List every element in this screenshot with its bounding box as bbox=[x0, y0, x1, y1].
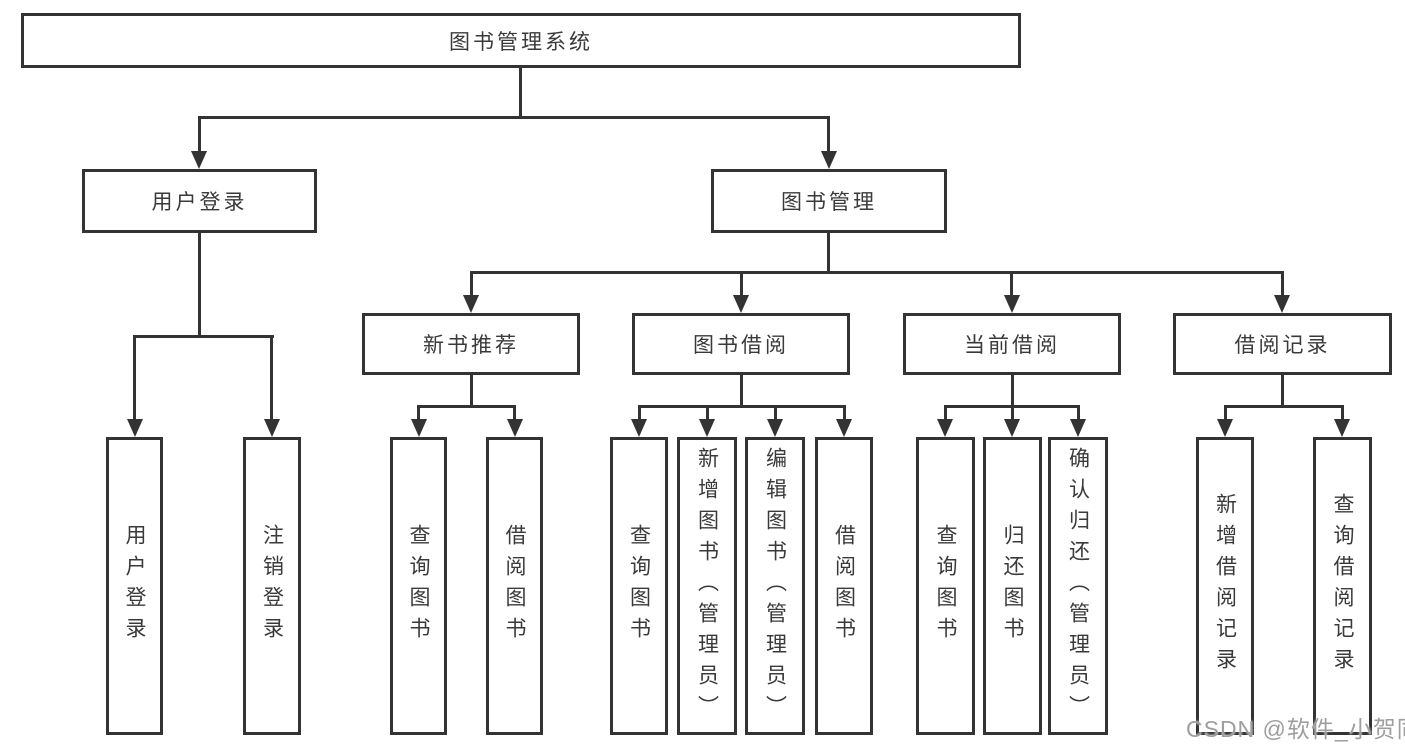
leaf-label: 新增图书（管理员） bbox=[695, 446, 719, 726]
arrow-down-icon bbox=[127, 419, 143, 437]
connector-line bbox=[417, 408, 420, 419]
node-current-borrowing: 当前借阅 bbox=[903, 313, 1121, 375]
arrow-down-icon bbox=[699, 419, 715, 437]
leaf-label: 查询借阅记录 bbox=[1331, 493, 1354, 679]
arrow-down-icon bbox=[821, 151, 837, 169]
node-borrowing-records: 借阅记录 bbox=[1173, 313, 1392, 375]
arrow-down-icon bbox=[1217, 419, 1233, 437]
node-user-login: 用户登录 bbox=[82, 169, 317, 233]
connector-line bbox=[513, 408, 516, 419]
connector-line bbox=[417, 405, 516, 408]
arrow-down-icon bbox=[733, 295, 749, 313]
connector-line bbox=[1281, 274, 1284, 295]
arrow-down-icon bbox=[1334, 419, 1350, 437]
connector-line bbox=[843, 408, 846, 419]
leaf-label: 归还图书 bbox=[1001, 524, 1024, 648]
connector-line bbox=[470, 271, 1284, 274]
leaf-label: 编辑图书（管理员） bbox=[763, 446, 787, 726]
node-library-management-system: 图书管理系统 bbox=[21, 13, 1021, 68]
node-book-borrowing: 图书借阅 bbox=[632, 313, 850, 375]
leaf-label: 借阅图书 bbox=[832, 524, 856, 648]
connector-line bbox=[827, 233, 830, 271]
node-new-book-recommend: 新书推荐 bbox=[362, 313, 580, 375]
connector-line bbox=[133, 338, 136, 419]
arrow-down-icon bbox=[1070, 419, 1086, 437]
connector-line bbox=[1224, 405, 1344, 408]
leaf-label: 确认归还（管理员） bbox=[1066, 446, 1090, 726]
connector-line bbox=[827, 119, 830, 151]
connector-line bbox=[706, 408, 709, 419]
csdn-watermark: CSDN @软件_小贺同学 bbox=[1186, 716, 1405, 742]
arrow-down-icon bbox=[767, 419, 783, 437]
leaf-label: 查询图书 bbox=[934, 524, 957, 648]
leaf-label: 注销登录 bbox=[260, 524, 284, 648]
connector-line bbox=[198, 233, 201, 335]
connector-line bbox=[270, 338, 273, 419]
leaf-logout: 注销登录 bbox=[243, 437, 301, 735]
arrow-down-icon bbox=[411, 419, 427, 437]
leaf-label: 借阅图书 bbox=[503, 524, 526, 648]
leaf-confirm-return-admin: 确认归还（管理员） bbox=[1048, 437, 1108, 735]
connector-line bbox=[944, 408, 947, 419]
arrow-down-icon bbox=[507, 419, 523, 437]
arrow-down-icon bbox=[264, 419, 280, 437]
connector-line bbox=[198, 119, 201, 151]
arrow-down-icon bbox=[1004, 419, 1020, 437]
leaf-query-book-recommend: 查询图书 bbox=[390, 437, 447, 735]
connector-line bbox=[1341, 408, 1344, 419]
connector-line bbox=[1077, 408, 1080, 419]
arrow-down-icon bbox=[836, 419, 852, 437]
arrow-down-icon bbox=[631, 419, 647, 437]
connector-line bbox=[1011, 375, 1014, 405]
leaf-query-borrow-record: 查询借阅记录 bbox=[1313, 437, 1372, 735]
arrow-down-icon bbox=[1004, 295, 1020, 313]
arrow-down-icon bbox=[1274, 295, 1290, 313]
leaf-query-book-current: 查询图书 bbox=[916, 437, 975, 735]
connector-line bbox=[1011, 408, 1014, 419]
connector-line bbox=[470, 375, 473, 405]
leaf-label: 新增借阅记录 bbox=[1213, 493, 1237, 679]
connector-line bbox=[519, 68, 522, 116]
leaf-label: 用户登录 bbox=[123, 524, 146, 648]
arrow-down-icon bbox=[191, 151, 207, 169]
leaf-user-login: 用户登录 bbox=[106, 437, 163, 735]
leaf-query-book-borrow: 查询图书 bbox=[610, 437, 668, 735]
leaf-add-book-admin: 新增图书（管理员） bbox=[677, 437, 737, 735]
leaf-borrow-book-recommend: 借阅图书 bbox=[486, 437, 543, 735]
connector-line bbox=[198, 116, 830, 119]
connector-line bbox=[638, 408, 641, 419]
connector-line bbox=[470, 274, 473, 295]
connector-line bbox=[740, 375, 743, 405]
connector-line bbox=[1010, 274, 1013, 295]
connector-line bbox=[774, 408, 777, 419]
connector-line bbox=[638, 405, 846, 408]
node-book-management: 图书管理 bbox=[711, 169, 947, 233]
connector-line bbox=[740, 274, 743, 295]
arrow-down-icon bbox=[463, 295, 479, 313]
connector-line bbox=[133, 335, 274, 338]
connector-line bbox=[1281, 375, 1284, 405]
connector-line bbox=[944, 405, 1080, 408]
leaf-return-book: 归还图书 bbox=[983, 437, 1042, 735]
leaf-label: 查询图书 bbox=[407, 524, 430, 648]
connector-line bbox=[1224, 408, 1227, 419]
leaf-edit-book-admin: 编辑图书（管理员） bbox=[745, 437, 805, 735]
arrow-down-icon bbox=[937, 419, 953, 437]
leaf-borrow-book: 借阅图书 bbox=[815, 437, 873, 735]
leaf-add-borrow-record: 新增借阅记录 bbox=[1196, 437, 1254, 735]
leaf-label: 查询图书 bbox=[627, 524, 651, 648]
